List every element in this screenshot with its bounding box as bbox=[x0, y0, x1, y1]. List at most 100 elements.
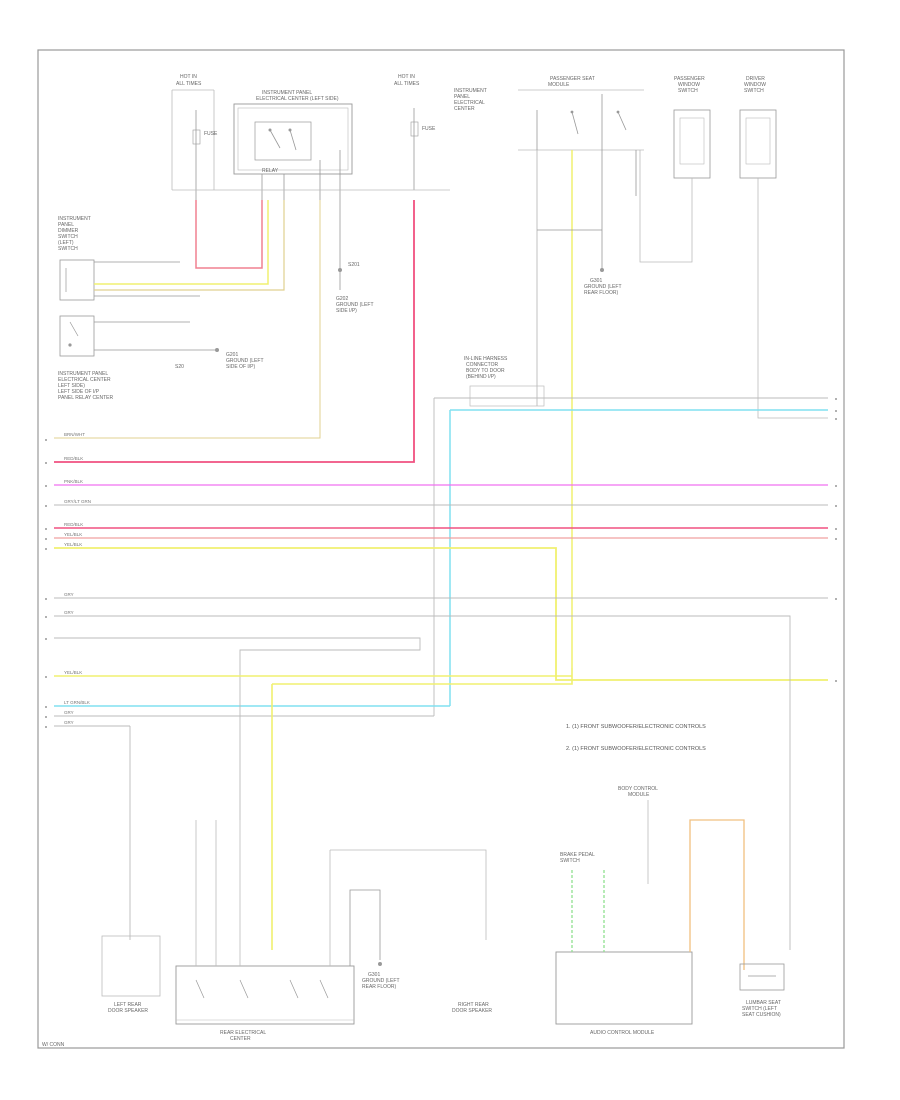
right-rear-speaker: RIGHT REAR DOOR SPEAKER bbox=[452, 1002, 492, 1014]
svg-text:DOOR SPEAKER: DOOR SPEAKER bbox=[108, 1008, 148, 1014]
svg-text:DRIVER: DRIVER bbox=[746, 76, 765, 82]
svg-text:SEAT CUSHION): SEAT CUSHION) bbox=[742, 1012, 781, 1018]
wire-tag-3: PNK/BLK bbox=[64, 479, 83, 484]
svg-text:G202: G202 bbox=[336, 296, 348, 302]
svg-text:RIGHT REAR: RIGHT REAR bbox=[458, 1002, 489, 1008]
driver-window-switch: DRIVER WINDOW SWITCH bbox=[739, 76, 777, 179]
svg-text:PASSENGER SEAT: PASSENGER SEAT bbox=[550, 76, 595, 82]
audio-control-module: AUDIO CONTROL MODULE BRAKE PEDAL SWITCH … bbox=[555, 786, 693, 1036]
svg-text:G301: G301 bbox=[590, 278, 602, 284]
svg-text:(LEFT): (LEFT) bbox=[58, 240, 74, 246]
svg-text:REAR FLOOR): REAR FLOOR) bbox=[362, 984, 397, 990]
dimmer-switch: INSTRUMENT PANEL DIMMER SWITCH (LEFT) SW… bbox=[58, 216, 200, 301]
svg-text:HOT IN: HOT IN bbox=[180, 74, 197, 80]
svg-text:LEFT SIDE OF I/P: LEFT SIDE OF I/P bbox=[58, 389, 100, 395]
svg-text:GROUND (LEFT: GROUND (LEFT bbox=[584, 284, 622, 290]
svg-text:REAR ELECTRICAL: REAR ELECTRICAL bbox=[220, 1030, 266, 1036]
svg-text:LEFT SIDE): LEFT SIDE) bbox=[58, 383, 85, 389]
wire-tags: BRN/WHT RED/BLK PNK/BLK GRY/LT GRN RED/B… bbox=[64, 432, 91, 725]
svg-text:SWITCH (LEFT: SWITCH (LEFT bbox=[742, 1006, 777, 1012]
rear-electrical-center: REAR ELECTRICAL CENTER bbox=[175, 820, 487, 1042]
svg-text:GROUND (LEFT: GROUND (LEFT bbox=[336, 302, 374, 308]
svg-text:INSTRUMENT PANEL: INSTRUMENT PANEL bbox=[262, 90, 312, 96]
svg-text:ELECTRICAL CENTER (LEFT SIDE): ELECTRICAL CENTER (LEFT SIDE) bbox=[256, 96, 339, 102]
svg-text:S20: S20 bbox=[175, 364, 184, 370]
svg-text:SWITCH: SWITCH bbox=[58, 246, 78, 252]
passenger-window-switch: PASSENGER WINDOW SWITCH bbox=[673, 76, 711, 179]
svg-text:ELECTRICAL CENTER: ELECTRICAL CENTER bbox=[58, 377, 111, 383]
svg-text:BRAKE PEDAL: BRAKE PEDAL bbox=[560, 852, 595, 858]
svg-text:INSTRUMENT: INSTRUMENT bbox=[454, 88, 487, 94]
svg-text:G301: G301 bbox=[368, 972, 380, 978]
diagram-frame bbox=[37, 49, 845, 1049]
svg-text:FUSE: FUSE bbox=[422, 126, 436, 132]
svg-text:GROUND (LEFT: GROUND (LEFT bbox=[362, 978, 400, 984]
svg-text:MODULE: MODULE bbox=[548, 82, 570, 88]
wire-tag-6: YEL/BLK bbox=[64, 532, 82, 537]
svg-text:PANEL: PANEL bbox=[58, 222, 74, 228]
inline-harness-connector: IN-LINE HARNESS CONNECTOR BODY TO DOOR (… bbox=[464, 356, 545, 407]
wire-tag-7: YEL/BLK bbox=[64, 542, 82, 547]
svg-text:PANEL RELAY CENTER: PANEL RELAY CENTER bbox=[58, 395, 113, 401]
svg-text:LEFT REAR: LEFT REAR bbox=[114, 1002, 142, 1008]
svg-text:SWITCH: SWITCH bbox=[678, 88, 698, 94]
svg-text:IN-LINE HARNESS: IN-LINE HARNESS bbox=[464, 356, 508, 362]
svg-text:G201: G201 bbox=[226, 352, 238, 358]
note-2: 2. (1) FRONT SUBWOOFER/ELECTRONIC CONTRO… bbox=[566, 746, 706, 752]
svg-text:SIDE OF I/P): SIDE OF I/P) bbox=[226, 364, 256, 370]
svg-text:HOT IN: HOT IN bbox=[398, 74, 415, 80]
svg-text:PASSENGER: PASSENGER bbox=[674, 76, 705, 82]
svg-text:INSTRUMENT PANEL: INSTRUMENT PANEL bbox=[58, 371, 108, 377]
svg-text:WINDOW: WINDOW bbox=[744, 82, 766, 88]
svg-text:ALL TIMES: ALL TIMES bbox=[394, 81, 420, 87]
wire-tag-4: GRY/LT GRN bbox=[64, 499, 91, 504]
page-code: W/ CONN bbox=[42, 1042, 65, 1048]
svg-text:DIMMER: DIMMER bbox=[58, 228, 79, 234]
svg-text:RELAY: RELAY bbox=[262, 168, 279, 174]
svg-text:CENTER: CENTER bbox=[454, 106, 475, 112]
right-edge-markers bbox=[835, 398, 837, 682]
wire-tag-13: GRY bbox=[64, 720, 74, 725]
hot-mid-component: HOT IN ALL TIMES FUSE INSTRUMENT PANEL E… bbox=[394, 74, 487, 190]
svg-text:CENTER: CENTER bbox=[230, 1036, 251, 1042]
svg-text:ELECTRICAL: ELECTRICAL bbox=[454, 100, 485, 106]
ground-left: G201 GROUND (LEFT SIDE OF I/P) S20 bbox=[175, 348, 264, 370]
svg-text:CONNECTOR: CONNECTOR bbox=[466, 362, 499, 368]
svg-text:MODULE: MODULE bbox=[628, 792, 650, 798]
svg-text:WINDOW: WINDOW bbox=[678, 82, 700, 88]
svg-text:BODY CONTROL: BODY CONTROL bbox=[618, 786, 658, 792]
wire-tag-8: GRY bbox=[64, 592, 74, 597]
ground-mid: S201 G202 GROUND (LEFT SIDE I/P) bbox=[336, 200, 374, 314]
svg-text:DOOR SPEAKER: DOOR SPEAKER bbox=[452, 1008, 492, 1014]
wire-tag-1: BRN/WHT bbox=[64, 432, 85, 437]
svg-text:INSTRUMENT: INSTRUMENT bbox=[58, 216, 91, 222]
svg-text:LUMBAR SEAT: LUMBAR SEAT bbox=[746, 1000, 781, 1006]
wire-tag-5: RED/BLK bbox=[64, 522, 83, 527]
wire-tag-11: LT GRN/BLK bbox=[64, 700, 90, 705]
wire-tag-9: GRY bbox=[64, 610, 74, 615]
wire-tag-10: YEL/BLK bbox=[64, 670, 82, 675]
instrument-panel-center: INSTRUMENT PANEL ELECTRICAL CENTER (LEFT… bbox=[233, 90, 353, 200]
svg-text:SIDE I/P): SIDE I/P) bbox=[336, 308, 357, 314]
svg-text:(BEHIND I/P): (BEHIND I/P) bbox=[466, 374, 496, 380]
left-rear-speaker: LEFT REAR DOOR SPEAKER bbox=[101, 935, 161, 1014]
hot-left-component: HOT IN ALL TIMES FUSE bbox=[171, 74, 218, 200]
svg-text:SWITCH: SWITCH bbox=[560, 858, 580, 864]
door-switch-lower: INSTRUMENT PANEL ELECTRICAL CENTER LEFT … bbox=[58, 315, 210, 401]
svg-text:ALL TIMES: ALL TIMES bbox=[176, 81, 202, 87]
lumbar-seat-switch: LUMBAR SEAT SWITCH (LEFT SEAT CUSHION) bbox=[689, 819, 785, 1018]
svg-text:REAR FLOOR): REAR FLOOR) bbox=[584, 290, 619, 296]
svg-text:BODY TO DOOR: BODY TO DOOR bbox=[466, 368, 505, 374]
left-edge-markers bbox=[45, 439, 47, 728]
wire-tag-2: RED/BLK bbox=[64, 456, 83, 461]
svg-text:SWITCH: SWITCH bbox=[58, 234, 78, 240]
svg-text:FUSE: FUSE bbox=[204, 131, 218, 137]
passenger-seat-module: PASSENGER SEAT MODULE bbox=[518, 76, 644, 151]
notes: 1. (1) FRONT SUBWOOFER/ELECTRONIC CONTRO… bbox=[566, 724, 706, 752]
svg-text:GROUND (LEFT: GROUND (LEFT bbox=[226, 358, 264, 364]
wire-tag-12: GRY bbox=[64, 710, 74, 715]
note-1: 1. (1) FRONT SUBWOOFER/ELECTRONIC CONTRO… bbox=[566, 724, 706, 730]
svg-text:S201: S201 bbox=[348, 262, 360, 268]
ground-lower: G301 GROUND (LEFT REAR FLOOR) bbox=[362, 962, 400, 990]
